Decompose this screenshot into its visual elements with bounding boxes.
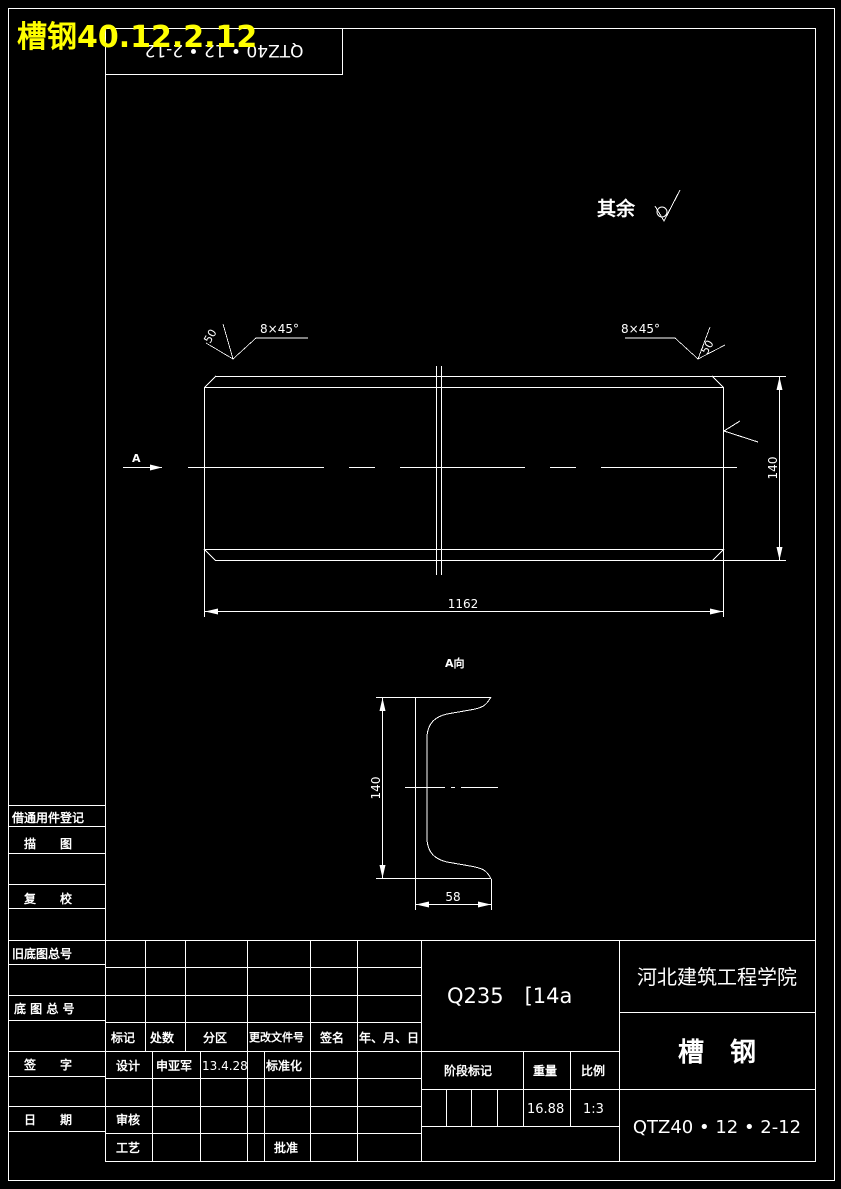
channel-section-view: [405, 696, 498, 880]
dim-length-main: 1162: [448, 597, 479, 611]
title-block-grid: [106, 940, 816, 1161]
tb-col-count: 处数: [149, 1030, 175, 1045]
overlay-title: 槽钢40.12.2.12: [17, 20, 257, 55]
dim-height-view: 140: [369, 777, 383, 800]
dim-length-main-lines: [204, 549, 724, 617]
tb-approve-label: 批准: [274, 1140, 298, 1155]
dim-height-main: 140: [766, 457, 780, 480]
dim-height-view-lines: [376, 697, 415, 879]
tb-institution: 河北建筑工程学院: [637, 965, 797, 989]
strip-row-4: 旧底图总号: [12, 946, 72, 961]
chamfer-leader-left: [205, 323, 308, 360]
chamfer-left-label: 8×45°: [260, 322, 299, 336]
strip-row-7: 日 期: [24, 1112, 72, 1127]
roughness-right: 50: [698, 338, 716, 357]
tb-design-label: 设计: [116, 1058, 140, 1073]
dim-height-main-lines: [712, 376, 786, 561]
chamfer-right-label: 8×45°: [621, 322, 660, 336]
tb-material: Q235 [14a: [447, 984, 572, 1008]
tb-design-date: 13.4.28: [202, 1059, 248, 1073]
strip-row-5: 底 图 总 号: [14, 1001, 75, 1016]
inner-frame: [105, 28, 816, 1162]
chamfer-leader-right: [625, 326, 726, 360]
tb-scale-label: 比例: [581, 1063, 605, 1078]
tb-designer: 申亚军: [156, 1058, 192, 1073]
tb-part-name: 槽 钢: [678, 1038, 756, 1068]
tb-col-change-doc: 更改文件号: [249, 1030, 304, 1044]
edge-roughness-icon: [722, 420, 759, 443]
tb-col-date: 年、月、日: [359, 1030, 419, 1045]
tb-process-label: 工艺: [116, 1140, 140, 1155]
view-arrow-icon: [123, 464, 162, 471]
tb-col-zone: 分区: [203, 1030, 227, 1045]
section-marker-a: A: [132, 452, 141, 465]
tb-weight-label: 重量: [533, 1063, 557, 1078]
tb-scale-value: 1:3: [583, 1102, 604, 1117]
title-tab-box: [105, 28, 343, 75]
tb-col-mark: 标记: [110, 1030, 135, 1045]
tb-col-sign: 签名: [319, 1030, 344, 1045]
strip-row-6: 签 字: [23, 1057, 72, 1072]
tb-review-label: 审核: [116, 1112, 140, 1127]
strip-row-1: 借通用件登记: [11, 810, 84, 825]
tb-standardize-label: 标准化: [265, 1058, 302, 1073]
tb-weight-value: 16.88: [527, 1102, 564, 1117]
strip-row-3: 复 校: [23, 891, 73, 906]
dim-width-view-lines: [415, 879, 492, 910]
roughness-note: 其余: [597, 197, 636, 220]
outer-frame: [8, 8, 835, 1181]
view-a-label: A向: [445, 656, 465, 670]
title-tab-mirrored: QTZ40 • 12 • 2-12: [145, 40, 304, 60]
main-view: A: [123, 366, 759, 575]
dim-width-view: 58: [445, 890, 460, 904]
roughness-symbol-icon: [654, 189, 681, 223]
strip-row-2: 描 图: [24, 836, 72, 851]
left-strip: [8, 826, 106, 1132]
tb-drawing-number: QTZ40 • 12 • 2-12: [633, 1117, 801, 1138]
tb-stage-label: 阶段标记: [444, 1063, 492, 1078]
roughness-left: 50: [201, 327, 219, 346]
